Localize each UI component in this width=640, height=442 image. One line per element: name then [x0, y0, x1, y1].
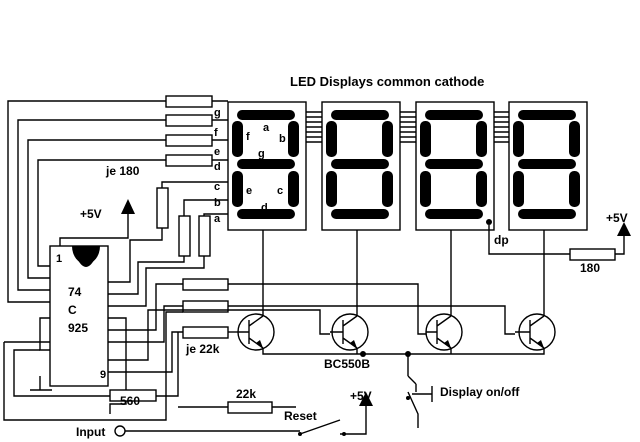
resistor-22k-value: 22k: [236, 387, 256, 401]
base-resistors: [108, 278, 515, 373]
dp-resistor-value: 180: [580, 261, 600, 275]
pin-label-f: f: [214, 127, 218, 139]
pin-label-c: c: [214, 181, 220, 193]
display-3: [415, 101, 495, 231]
segment-label-a: a: [263, 122, 270, 134]
pin-label-d: d: [214, 161, 221, 173]
transistor-2: [330, 313, 369, 351]
segment-f: [232, 121, 243, 157]
ic-74c925: 1 74 C 925 9: [49, 245, 109, 387]
transistor-3: [425, 313, 463, 351]
ic-pin-9: 9: [100, 369, 106, 381]
input-label: Input: [76, 425, 105, 439]
segment-label-e: e: [246, 185, 252, 197]
segment-label-c: c: [277, 185, 283, 197]
resistor-22k: [227, 401, 273, 414]
reset-label: Reset: [284, 409, 317, 423]
transistor-1: [237, 313, 275, 351]
pin-label-b: b: [214, 197, 221, 209]
ic-label-c: C: [68, 303, 77, 317]
decimal-point: [486, 219, 492, 225]
supply-arrow-reset: [359, 392, 373, 406]
segment-resistors: [156, 95, 228, 257]
ground-symbol: [30, 376, 52, 391]
resistor-560-value: 560: [120, 394, 140, 408]
segment-g: [237, 159, 295, 169]
dp-label: dp: [494, 233, 509, 247]
segment-label-f: f: [246, 131, 250, 143]
pin-label-e: e: [214, 146, 220, 158]
segment-bus-lines: [306, 111, 509, 143]
base-resistor-note: je 22k: [185, 342, 220, 356]
pin-label-a: a: [214, 213, 221, 225]
segment-label-d: d: [261, 202, 268, 214]
display-1: a b f g e c d: [227, 101, 307, 231]
segment-c: [288, 171, 299, 207]
ic-pin-1: 1: [56, 253, 62, 265]
supply-arrow-left: [121, 199, 135, 214]
diagram-title: LED Displays common cathode: [290, 74, 484, 89]
reset-switch: [299, 400, 367, 435]
resistor-note: je 180: [105, 164, 140, 178]
ic-label-925: 925: [68, 321, 88, 335]
supply-label-right: +5V: [606, 211, 628, 225]
transistor-4: [515, 313, 556, 351]
transistor-type: BC550B: [324, 357, 370, 371]
pin-label-g: g: [214, 107, 221, 119]
ic-to-resistor-wires: [7, 100, 205, 307]
segment-e: [232, 171, 243, 207]
segment-a: [237, 110, 295, 120]
dp-resistor: [569, 248, 616, 261]
supply-label-left: +5V: [80, 207, 102, 221]
display-4: [508, 101, 588, 231]
supply-label-reset: +5V: [350, 389, 372, 403]
input-terminal: [114, 425, 126, 437]
display-switch-label: Display on/off: [440, 385, 520, 399]
supply-arrow-right: [617, 222, 631, 236]
segment-label-g: g: [258, 148, 265, 160]
segment-label-b: b: [279, 133, 286, 145]
segment-b: [288, 121, 299, 157]
display-2: [321, 101, 401, 231]
segment-d: [237, 209, 295, 219]
ic-label-74: 74: [68, 285, 82, 299]
